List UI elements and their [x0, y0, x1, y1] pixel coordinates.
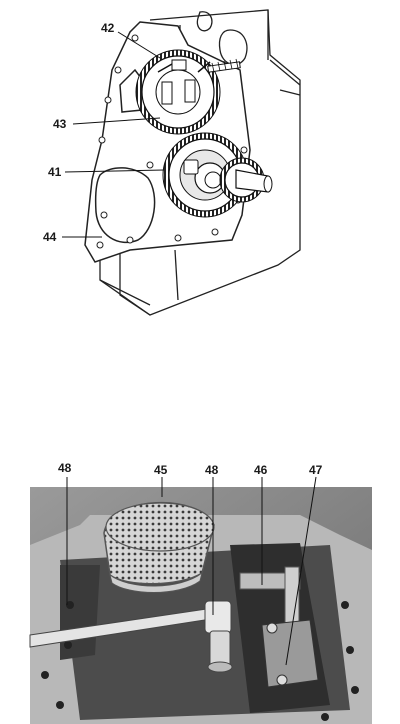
idler-gear	[162, 132, 248, 218]
callout-45: 45	[154, 463, 168, 477]
gear-train-drawing: 42 43 41 44	[43, 9, 301, 316]
oil-strainer	[103, 501, 215, 593]
flange-bolt-holes	[41, 601, 359, 721]
pump-gear-and-shaft	[219, 157, 273, 203]
callout-47: 47	[309, 463, 323, 477]
callout-44: 44	[43, 230, 57, 244]
stud-bolt	[207, 58, 241, 73]
callout-43: 43	[53, 117, 67, 131]
oil-strainer-photo-figure: 48 45 48 46 47	[0, 455, 400, 724]
callout-48-left: 48	[58, 461, 72, 475]
gear-train-figure: 42 43 41 44	[0, 0, 400, 330]
upper-gear	[135, 49, 221, 135]
socket-wrench	[29, 600, 233, 673]
suction-pipe	[239, 566, 301, 628]
bearing-cap	[261, 619, 319, 688]
callout-42: 42	[101, 21, 115, 35]
callout-41: 41	[48, 165, 62, 179]
leader-lines	[62, 31, 165, 238]
callout-48-right: 48	[205, 463, 219, 477]
photo-leader-lines	[66, 476, 317, 666]
oil-strainer-photo: 48 45 48 46 47	[29, 461, 372, 724]
callout-46: 46	[254, 463, 268, 477]
